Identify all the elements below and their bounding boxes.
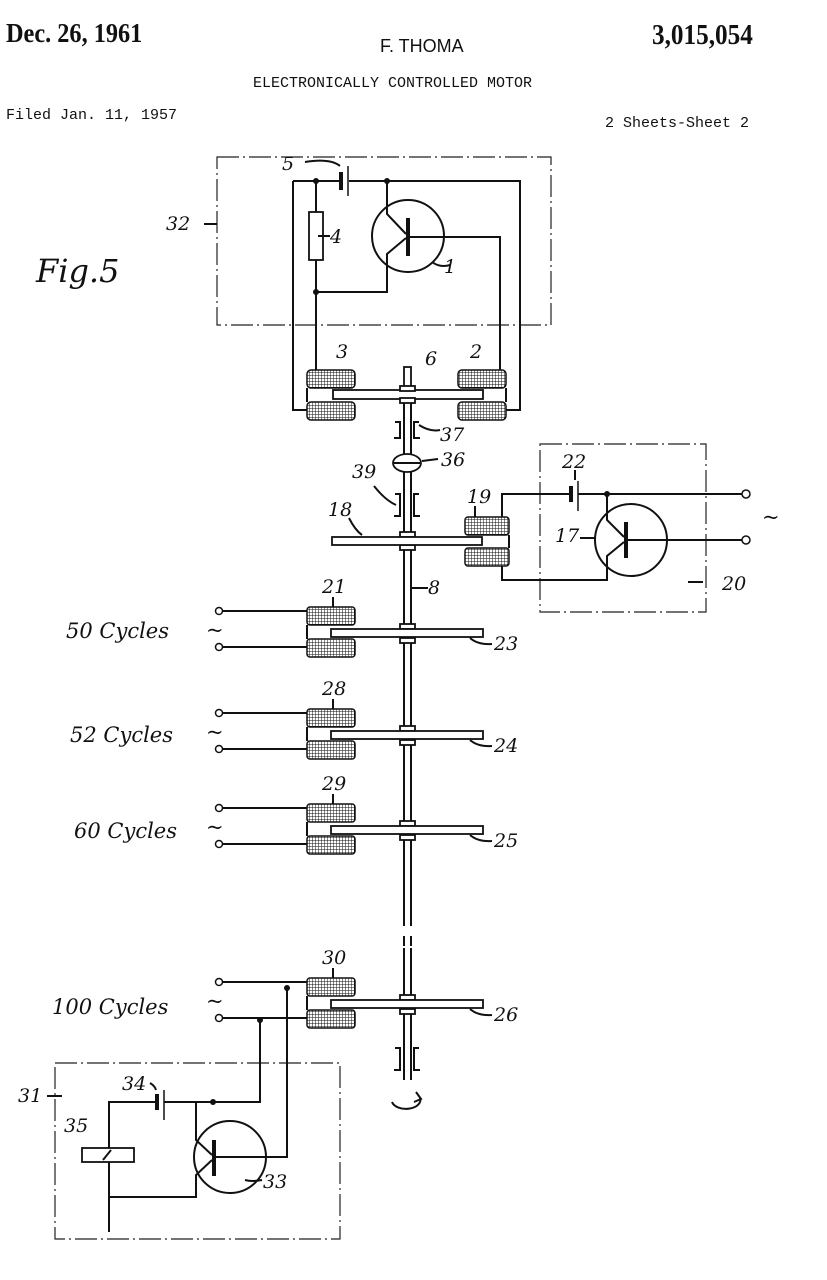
terminal-icon [214, 606, 224, 616]
coil-2-lower [457, 401, 507, 421]
label-2: 2 [469, 341, 482, 363]
coil-lower [306, 740, 356, 760]
terminal-icon [741, 489, 751, 499]
rotor [330, 999, 484, 1009]
ac-symbol-20: ~ [762, 505, 780, 529]
label-20: 20 [721, 573, 746, 595]
frequency-stage: ~60 Cycles 29 25 [74, 773, 518, 855]
filed-date: Filed Jan. 11, 1957 [6, 107, 178, 124]
top-circuit: 5 4 1 [282, 153, 521, 411]
label-31: 31 [18, 1085, 42, 1107]
label-1: 1 [444, 256, 456, 278]
terminal-icon [214, 803, 224, 813]
label-34: 34 [122, 1073, 146, 1095]
coil-label: 30 [322, 947, 346, 969]
coil-upper [306, 708, 356, 728]
inventor-name: F. THOMA [380, 36, 464, 56]
label-5: 5 [282, 153, 294, 175]
frequency-label: 50 Cycles [66, 619, 169, 643]
coil-19-lower [464, 547, 510, 567]
patent-date: Dec. 26, 1961 [6, 18, 143, 48]
label-17: 17 [555, 525, 580, 547]
label-37: 37 [440, 424, 465, 446]
frequency-stage: ~52 Cycles 28 24 [70, 678, 518, 760]
frequency-stage: ~100 Cycles 30 26 [52, 947, 518, 1029]
control-box-32: 32 [166, 156, 552, 326]
rotor [330, 628, 484, 638]
ac-symbol: ~ [206, 815, 224, 839]
coil-upper [306, 803, 356, 823]
rotor-label: 24 [493, 735, 518, 757]
sheet-count: 2 Sheets-Sheet 2 [605, 115, 750, 132]
label-36: 36 [441, 449, 465, 471]
rotor [330, 730, 484, 740]
label-33: 33 [263, 1171, 287, 1193]
coil-lower [306, 1009, 356, 1029]
frequency-stages: ~50 Cycles 21 23 ~52 Cycles 28 24 ~60 Cycles 29… [52, 576, 518, 1029]
figure-label: Fig.5 [35, 252, 119, 290]
top-motor-stage: 3 2 6 [306, 341, 507, 421]
label-22: 22 [561, 451, 586, 473]
terminal-icon [214, 642, 224, 652]
coil-2-upper [457, 369, 507, 389]
coil-label: 21 [321, 576, 346, 598]
ac-symbol: ~ [206, 618, 224, 642]
ac-symbol: ~ [206, 989, 224, 1013]
terminal-icon [214, 977, 224, 987]
frequency-stage: ~50 Cycles 21 23 [66, 576, 518, 658]
control-box-31: 31 34 35 33 [18, 985, 341, 1240]
terminal-icon [214, 839, 224, 849]
rotation-arrow-icon [391, 1097, 422, 1110]
label-3: 3 [336, 341, 348, 363]
patent-title: ELECTRONICALLY CONTROLLED MOTOR [253, 75, 533, 92]
frequency-label: 60 Cycles [74, 819, 177, 843]
stage-18-19: 18 19 [328, 486, 510, 567]
coil-3-lower [306, 401, 356, 421]
rotor [330, 825, 484, 835]
label-18: 18 [328, 499, 352, 521]
rotor-label: 25 [493, 830, 518, 852]
label-6: 6 [425, 348, 437, 370]
label-32: 32 [166, 213, 190, 235]
label-8: 8 [428, 577, 440, 599]
terminal-icon [214, 1013, 224, 1023]
label-39: 39 [352, 461, 376, 483]
coil-lower [306, 835, 356, 855]
coil-label: 29 [321, 773, 346, 795]
terminal-icon [214, 708, 224, 718]
coil-3-upper [306, 369, 356, 389]
coil-lower [306, 638, 356, 658]
coil-19-upper [464, 516, 510, 536]
coil-label: 28 [321, 678, 346, 700]
frequency-label: 100 Cycles [52, 995, 169, 1019]
label-35: 35 [64, 1115, 88, 1137]
shaft-8: 37 36 39 8 [352, 366, 465, 1110]
rotor-label: 23 [493, 633, 518, 655]
coil-upper [306, 977, 356, 997]
ac-symbol: ~ [206, 720, 224, 744]
terminal-icon [214, 744, 224, 754]
terminal-icon [741, 535, 751, 545]
control-box-20: 20 22 ~ 17 [501, 443, 780, 613]
label-4: 4 [329, 226, 342, 248]
label-19: 19 [467, 486, 491, 508]
rotor-label: 26 [493, 1004, 518, 1026]
rotor-18 [331, 536, 483, 546]
frequency-label: 52 Cycles [70, 723, 173, 747]
patent-number: 3,015,054 [652, 20, 753, 51]
coil-upper [306, 606, 356, 626]
